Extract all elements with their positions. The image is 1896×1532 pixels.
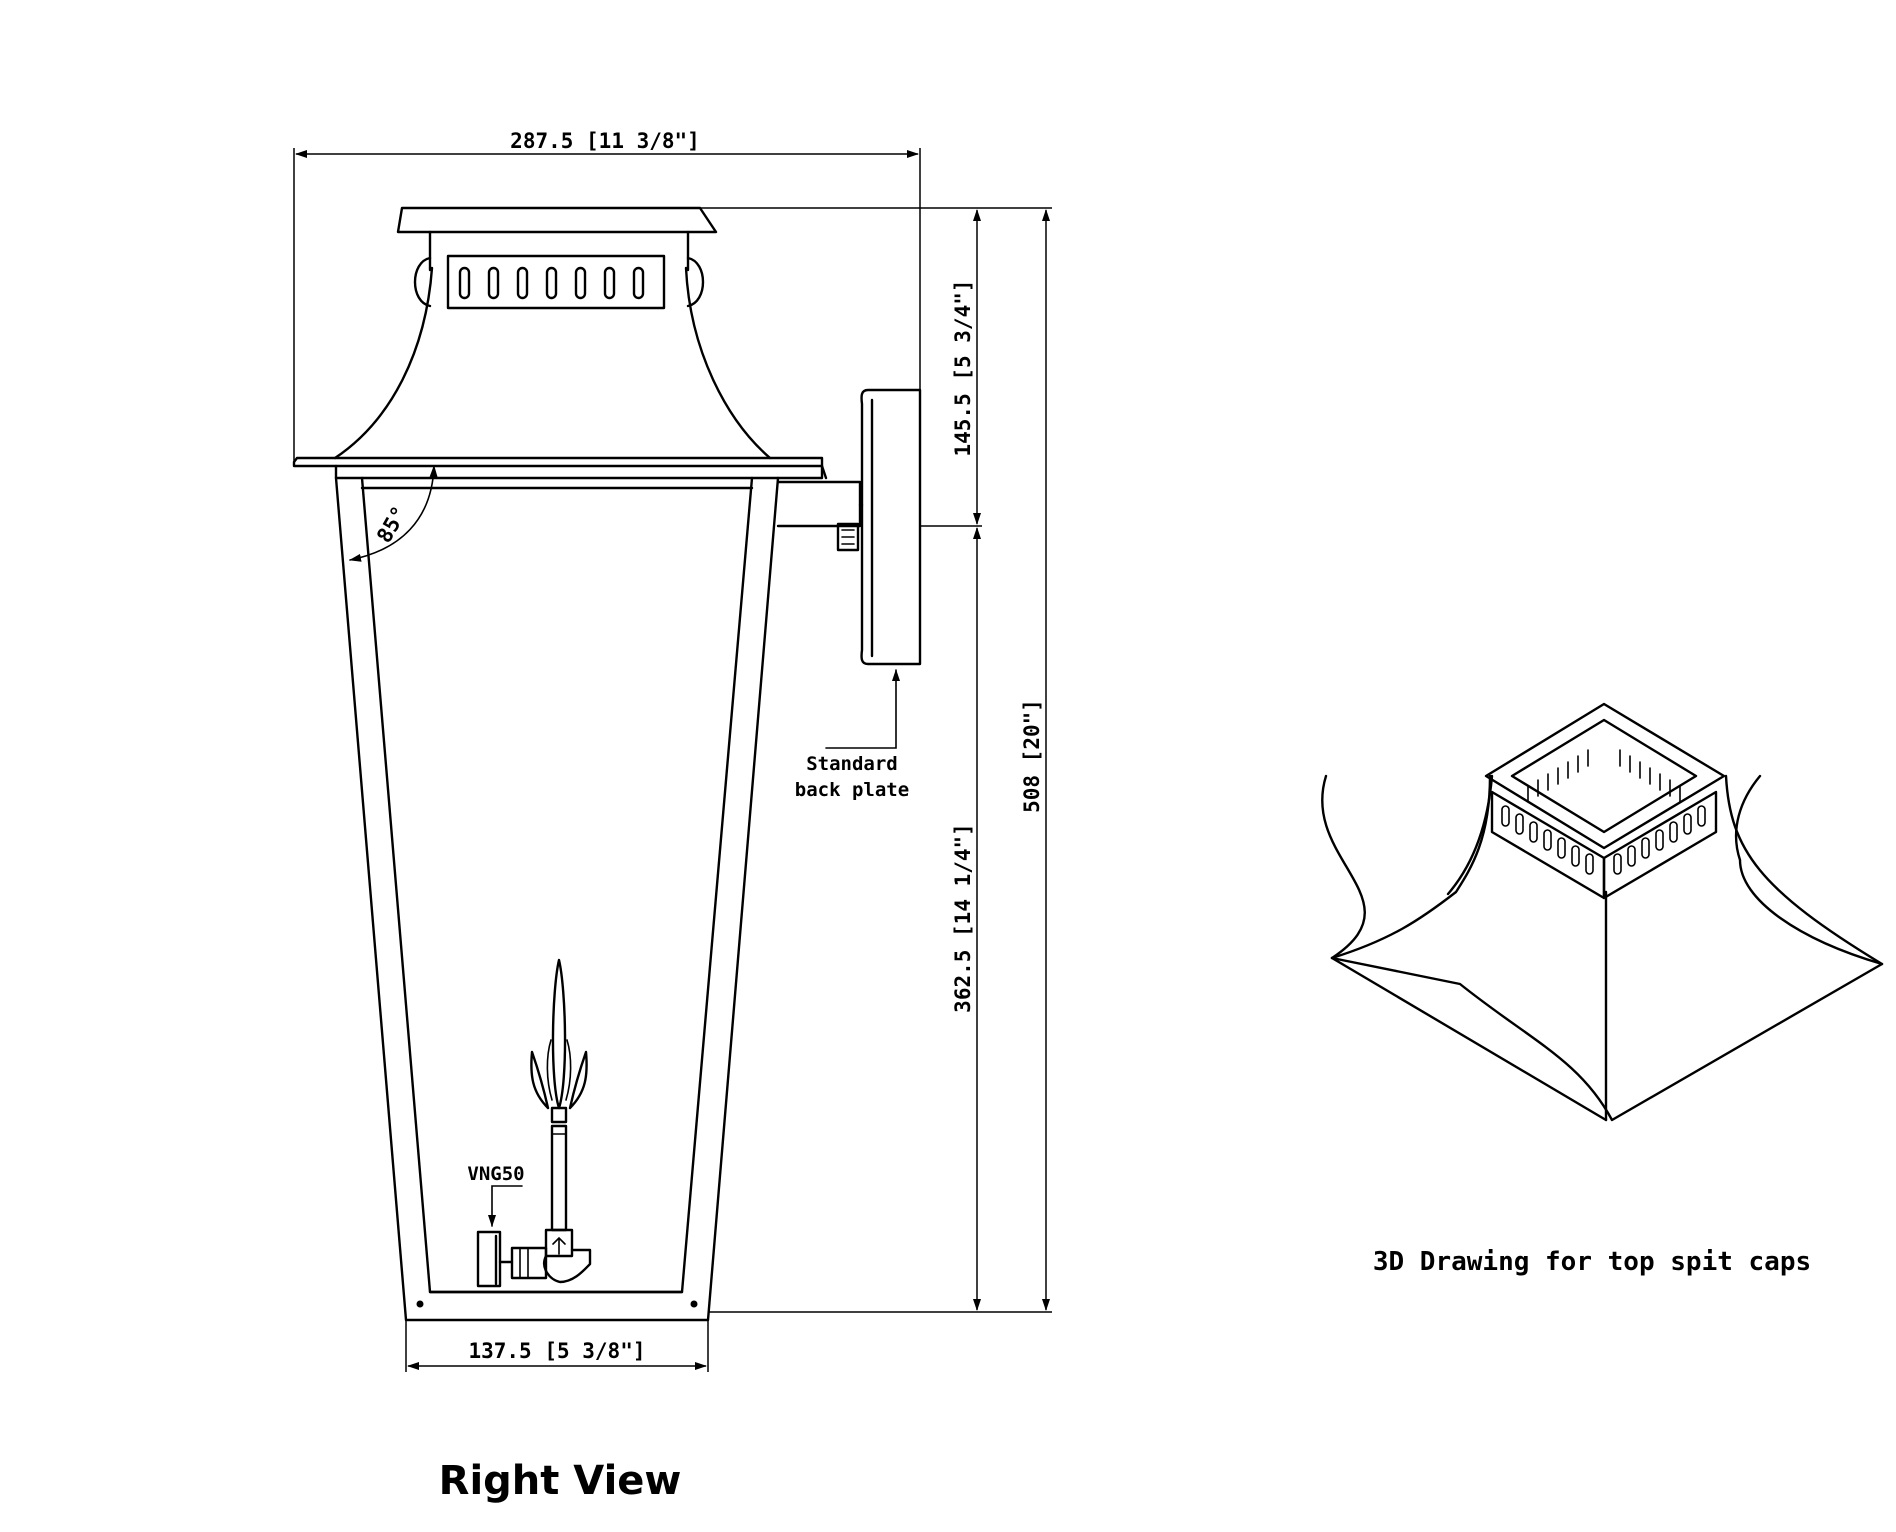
- gas-burner-assembly: [476, 958, 592, 1288]
- roof-plate: [292, 456, 824, 468]
- burner-tip: [550, 1106, 568, 1124]
- collar-knob-left: [413, 256, 432, 308]
- wall-mount: [776, 388, 922, 666]
- vng50-plug: [476, 1230, 502, 1288]
- cap-collar-top-rim: [1484, 702, 1726, 850]
- back-plate-label-2: back plate: [795, 779, 909, 801]
- valve-fitting: [510, 1246, 548, 1280]
- flame-main-icon: [551, 958, 567, 1110]
- rivet-left: [416, 1300, 424, 1308]
- dim-overall-width: 287.5 [11 3/8"]: [510, 129, 700, 153]
- dim-base-width: 137.5 [5 3/8"]: [468, 1339, 645, 1363]
- arm-nut: [836, 522, 860, 552]
- dimension-lines: 287.5 [11 3/8"] 145.5 [5 3/4"] 362.5 [14…: [293, 129, 1052, 1372]
- collar-knob-right: [686, 256, 705, 308]
- hood-flare-left: [333, 266, 434, 460]
- roof-band: [334, 464, 824, 480]
- burner-pipe: [550, 1124, 568, 1232]
- cap-collar-inner-rim: [1510, 718, 1698, 834]
- back-plate: [860, 388, 922, 666]
- cap-skirt-right-curve: [1724, 774, 1884, 966]
- dim-top-height: 145.5 [5 3/4"]: [951, 279, 975, 456]
- vent-slots: [458, 266, 645, 300]
- cage-outer: [334, 476, 780, 1322]
- top-cap-brim: [396, 206, 718, 234]
- vent-panel: [446, 254, 666, 310]
- spit-cap-3d: [1321, 702, 1884, 1122]
- top-cap-collar: [428, 230, 690, 272]
- cap-skirt-outline: [1321, 774, 1884, 1122]
- dim-lower-height: 362.5 [14 1/4"]: [951, 823, 975, 1013]
- hood-flare-right: [684, 266, 772, 460]
- cap-collar-front-right-face: [1602, 790, 1718, 900]
- back-plate-label-1: Standard: [806, 753, 898, 775]
- cap-skirt-front-left: [1330, 956, 1608, 1122]
- flame-mid-right-icon: [565, 1039, 572, 1101]
- cage-inner: [360, 476, 754, 1294]
- back-plate-leader: [825, 669, 900, 749]
- cap-skirt-left-curve: [1446, 774, 1494, 896]
- flame-mid-left-icon: [546, 1039, 553, 1101]
- cap-slots-back: [1527, 749, 1681, 803]
- lantern-right-view: Standard back plate: [292, 206, 922, 1322]
- flame-left-icon: [530, 1050, 550, 1110]
- valve-body: [544, 1228, 574, 1258]
- caption-3d-drawing: 3D Drawing for top spit caps: [1373, 1247, 1811, 1277]
- valve-leader: [488, 1185, 523, 1227]
- support-arm: [776, 480, 862, 528]
- cap-skirt-left-flare: [1330, 774, 1492, 960]
- rivet-right: [690, 1300, 698, 1308]
- roof-band-edge: [820, 464, 828, 480]
- angle-arc: [349, 465, 438, 562]
- flame-right-icon: [568, 1050, 588, 1110]
- dim-angle: 85°: [372, 502, 412, 547]
- caption-right-view: Right View: [439, 1458, 682, 1504]
- cap-slots-front: [1501, 805, 1706, 875]
- dim-total-height: 508 [20"]: [1020, 699, 1044, 813]
- valve-label: VNG50: [467, 1163, 524, 1185]
